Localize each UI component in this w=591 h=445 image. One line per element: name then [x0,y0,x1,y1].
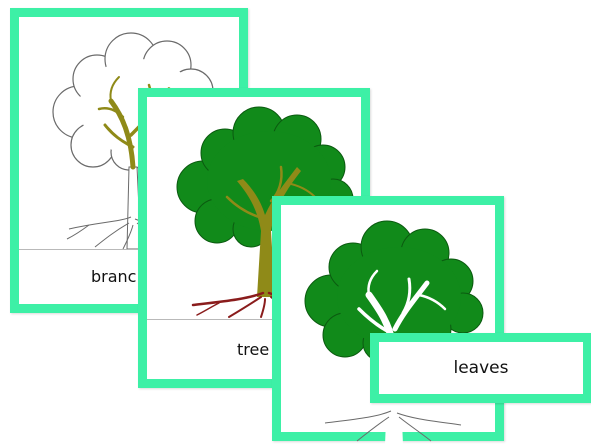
label-card-leaves[interactable]: leaves [370,333,591,403]
leaves-picture [281,205,495,445]
card-leaves[interactable] [272,196,504,441]
label-card-text: leaves [454,358,509,378]
